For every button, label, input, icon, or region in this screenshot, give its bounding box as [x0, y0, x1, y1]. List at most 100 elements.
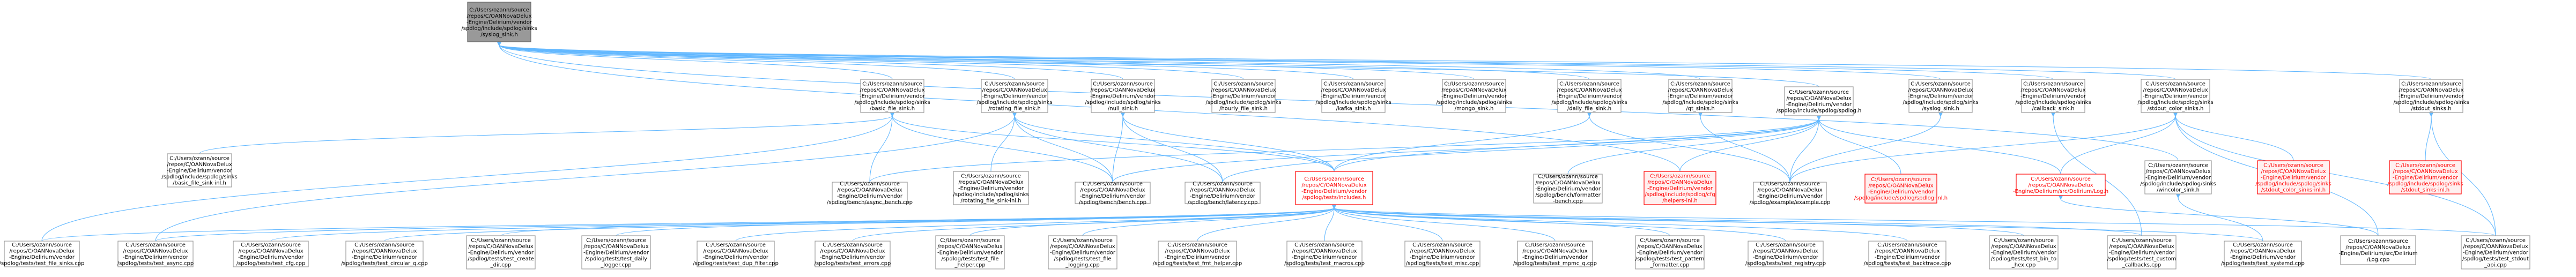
edge-null_sink-to-root — [499, 45, 1123, 80]
node-null_sink[interactable]: C:/Users/ozann/source/repos/C/OANNovaDel… — [1085, 79, 1161, 113]
edge-daily-to-root — [499, 45, 1590, 80]
node-t_stdout_api[interactable]: C:/Users/ozann/source/repos/C/OANNovaDel… — [2461, 235, 2530, 269]
node-t_misc[interactable]: C:/Users/ozann/source/repos/C/OANNovaDel… — [1404, 241, 1481, 267]
node-label-line: /spdlog/include/spdlog/sinks — [161, 174, 237, 180]
node-label-line: -Engine/Delirium/vendor — [837, 193, 903, 199]
node-label-line: -Engine/Delirium/vendor — [1321, 93, 1387, 99]
node-stdout_sinks_inl[interactable]: C:/Users/ozann/source/repos/C/OANNovaDel… — [2387, 160, 2463, 194]
node-t_fmt_helper[interactable]: C:/Users/ozann/source/repos/C/OANNovaDel… — [1048, 235, 1117, 269]
node-stdout_color_inl[interactable]: C:/Users/ozann/source/repos/C/OANNovaDel… — [2255, 160, 2331, 194]
node-label-line: C:/Users/ozann/source — [12, 242, 72, 248]
node-label-line: -Engine/Delirium/vendor — [2261, 175, 2327, 181]
node-box — [1075, 182, 1151, 204]
node-syslog_sink[interactable]: C:/Users/ozann/source/repos/C/OANNovaDel… — [1903, 79, 1979, 113]
node-box — [1517, 241, 1593, 267]
node-qt[interactable]: C:/Users/ozann/source/repos/C/OANNovaDel… — [1662, 79, 1738, 113]
node-t_pattern[interactable]: C:/Users/ozann/source/repos/C/OANNovaDel… — [1635, 235, 1705, 269]
node-kafka[interactable]: C:/Users/ozann/source/repos/C/OANNovaDel… — [1315, 79, 1391, 113]
node-label-line: -Engine/Delirium/vendor — [2230, 254, 2296, 260]
node-label-line: _logger.cpp — [600, 262, 631, 268]
node-label-line: /spdlog/tests/test_async.cpp — [117, 261, 194, 267]
node-t_file_sinks[interactable]: C:/Users/ozann/source/repos/C/OANNovaDel… — [0, 241, 84, 267]
node-bench_formatter[interactable]: C:/Users/ozann/source/repos/C/OANNovaDel… — [1533, 174, 1603, 204]
node-label-line: -bench.cpp — [1553, 198, 1583, 204]
node-label-line: C:/Users/ozann/source — [1994, 237, 2054, 243]
node-wincolor[interactable]: C:/Users/ozann/source/repos/C/OANNovaDel… — [2140, 160, 2216, 194]
node-box — [2461, 235, 2530, 269]
node-box — [167, 153, 232, 188]
node-basic_file[interactable]: C:/Users/ozann/source/repos/C/OANNovaDel… — [854, 79, 930, 113]
node-label-line: -Engine/Delirium/vendor — [1522, 254, 1588, 260]
node-label-line: /null_sink.h — [1108, 106, 1138, 111]
edges-layer — [41, 45, 2496, 242]
node-t_file_helper[interactable]: C:/Users/ozann/source/repos/C/OANNovaDel… — [935, 235, 1005, 269]
node-box — [581, 235, 651, 269]
node-bench_async[interactable]: C:/Users/ozann/source/repos/C/OANNovaDel… — [827, 181, 913, 206]
node-stdout_color[interactable]: C:/Users/ozann/source/repos/C/OANNovaDel… — [2137, 79, 2214, 113]
node-t_dup_filter[interactable]: C:/Users/ozann/source/repos/C/OANNovaDel… — [693, 241, 779, 267]
edge-cfg_helpers-to-root — [499, 45, 1681, 172]
edge-bench_bench-to-basic_file — [892, 116, 1113, 183]
node-label-line: /repos/C/OANNovaDelux — [703, 249, 768, 254]
node-log_h[interactable]: C:/Users/ozann/source/repos/C/OANNovaDel… — [2013, 174, 2108, 196]
node-stdout_sinks[interactable]: C:/Users/ozann/source/repos/C/OANNovaDel… — [2393, 79, 2469, 113]
node-label-line: /repos/C/OANNovaDelux — [1211, 87, 1276, 93]
node-label-line: /repos/C/OANNovaDelux — [1875, 249, 1940, 254]
node-bench_bench[interactable]: C:/Users/ozann/source/repos/C/OANNovaDel… — [1075, 181, 1151, 206]
edge-spdlog_inl-to-spdlog_h — [1819, 119, 1901, 175]
node-log_cpp[interactable]: C:/Users/ozann/source/repos/C/OANNovaDel… — [2338, 235, 2418, 265]
node-bench_latency[interactable]: C:/Users/ozann/source/repos/C/OANNovaDel… — [1185, 181, 1261, 206]
node-t_macros[interactable]: C:/Users/ozann/source/repos/C/OANNovaDel… — [1284, 241, 1365, 267]
node-label-line: /spdlog/tests/test_macros.cpp — [1284, 261, 1365, 267]
node-daily[interactable]: C:/Users/ozann/source/repos/C/OANNovaDel… — [1551, 79, 1627, 113]
node-label-line: -Engine/Delirium/vendor — [167, 168, 233, 174]
node-hourly[interactable]: C:/Users/ozann/source/repos/C/OANNovaDel… — [1205, 79, 1282, 113]
node-t_cfg[interactable]: C:/Users/ozann/source/repos/C/OANNovaDel… — [233, 241, 309, 267]
edge-stdout_sinks_inl-to-stdout_sinks — [2425, 116, 2431, 161]
node-label-line: C:/Users/ozann/source — [2395, 162, 2455, 168]
node-example[interactable]: C:/Users/ozann/source/repos/C/OANNovaDel… — [1750, 181, 1831, 206]
node-box — [1868, 241, 1946, 267]
node-box — [466, 235, 536, 269]
node-spdlog_inl[interactable]: C:/Users/ozann/source/repos/C/OANNovaDel… — [1854, 174, 1948, 204]
node-label-line: -Engine/Delirium/vendor — [1647, 185, 1713, 191]
node-label-line: /daily_file_sink.h — [1567, 106, 1611, 111]
node-label-line: -Engine/Delirium/vendor — [1050, 250, 1116, 256]
node-t_fmt_helper2[interactable]: C:/Users/ozann/source/repos/C/OANNovaDel… — [1153, 241, 1242, 267]
node-basic_file_inl[interactable]: C:/Users/ozann/source/repos/C/OANNovaDel… — [161, 153, 238, 188]
node-mongo[interactable]: C:/Users/ozann/source/repos/C/OANNovaDel… — [1436, 79, 1512, 113]
node-spdlog_h[interactable]: C:/Users/ozann/source/repos/C/OANNovaDel… — [1776, 86, 1862, 116]
node-t_registry[interactable]: C:/Users/ozann/source/repos/C/OANNovaDel… — [1745, 241, 1826, 267]
edge-rotating_inl-to-rotating — [990, 116, 1015, 172]
node-t_backtrace[interactable]: C:/Users/ozann/source/repos/C/OANNovaDel… — [1864, 241, 1951, 267]
node-box — [832, 182, 908, 204]
node-root[interactable]: C:/Users/ozann/source/repos/C/OANNovaDel… — [461, 2, 537, 42]
node-box — [1644, 171, 1716, 205]
node-label-line: _formatter.cpp — [1649, 262, 1689, 268]
node-label-line: C:/Users/ozann/source — [1760, 181, 1820, 187]
node-cfg_helpers[interactable]: C:/Users/ozann/source/repos/C/OANNovaDel… — [1644, 171, 1716, 205]
node-label-line: C:/Users/ozann/source — [961, 173, 1021, 179]
node-callback[interactable]: C:/Users/ozann/source/repos/C/OANNovaDel… — [2015, 79, 2091, 113]
node-t_circular_q[interactable]: C:/Users/ozann/source/repos/C/OANNovaDel… — [341, 241, 428, 267]
node-label-line: /spdlog/include/spdlog/sinks — [2393, 100, 2469, 106]
node-box — [1668, 79, 1733, 113]
node-t_mpmc_q[interactable]: C:/Users/ozann/source/repos/C/OANNovaDel… — [1513, 241, 1597, 267]
node-label-line: /repos/C/OANNovaDelux — [2463, 244, 2528, 250]
node-t_errors[interactable]: C:/Users/ozann/source/repos/C/OANNovaDel… — [815, 241, 891, 267]
node-rotating_inl[interactable]: C:/Users/ozann/source/repos/C/OANNovaDel… — [953, 171, 1029, 205]
node-label-line: /repos/C/OANNovaDelux — [2230, 249, 2295, 254]
node-t_async[interactable]: C:/Users/ozann/source/repos/C/OANNovaDel… — [117, 241, 194, 267]
node-rotating[interactable]: C:/Users/ozann/source/repos/C/OANNovaDel… — [976, 79, 1053, 113]
node-box — [233, 241, 309, 267]
node-t_bin_to_hex[interactable]: C:/Users/ozann/source/repos/C/OANNovaDel… — [1989, 235, 2059, 269]
node-t_daily_logger[interactable]: C:/Users/ozann/source/repos/C/OANNovaDel… — [581, 235, 651, 269]
node-label-line: /repos/C/OANNovaDelux — [1637, 244, 1702, 250]
node-includes[interactable]: C:/Users/ozann/source/repos/C/OANNovaDel… — [1295, 171, 1373, 205]
node-t_systemd[interactable]: C:/Users/ozann/source/repos/C/OANNovaDel… — [2221, 241, 2305, 267]
node-label-line: /spdlog/include/spdlog/sinks — [2140, 181, 2216, 187]
edge-log_cpp-to-log_h — [2061, 199, 2379, 236]
node-label-line: C:/Users/ozann/source — [354, 242, 414, 248]
node-t_custom_cb[interactable]: C:/Users/ozann/source/repos/C/OANNovaDel… — [2107, 235, 2177, 269]
node-t_create_dir[interactable]: C:/Users/ozann/source/repos/C/OANNovaDel… — [466, 235, 536, 269]
